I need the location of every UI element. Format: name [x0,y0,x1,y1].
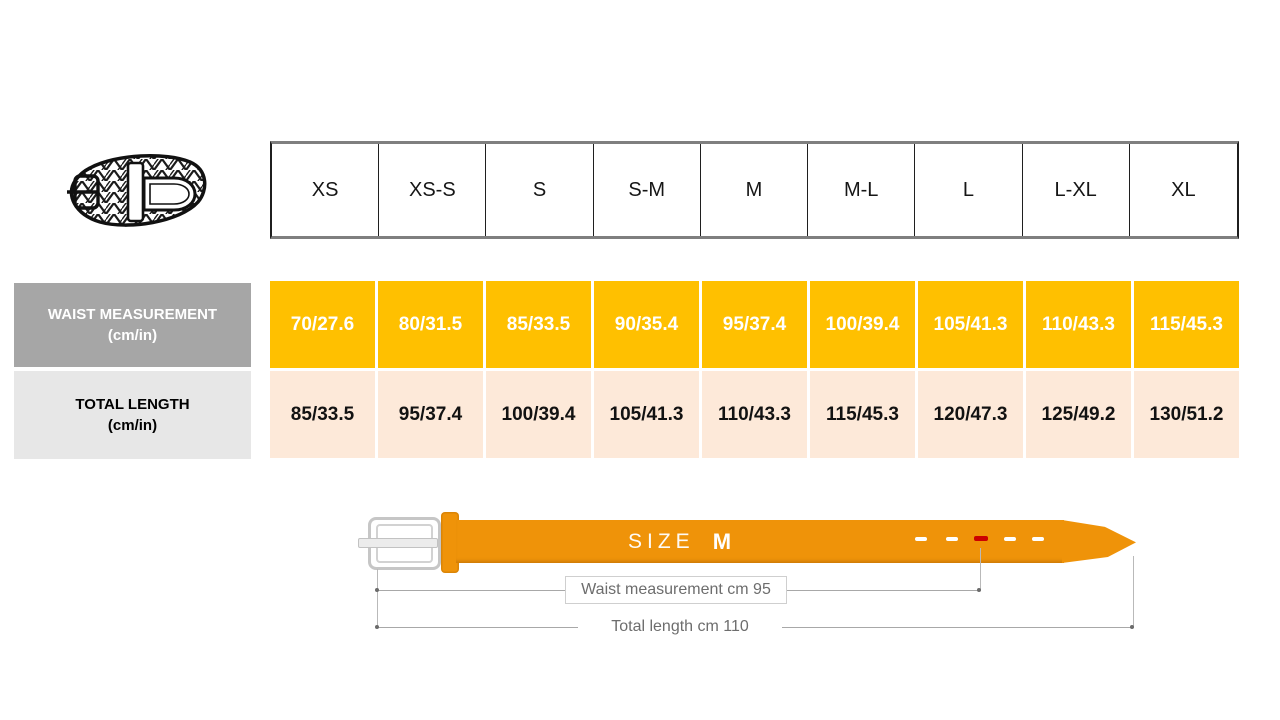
total-length-row-label-line2: (cm/in) [107,417,158,434]
belt-hole [1032,537,1044,541]
size-header-cell: M [701,144,809,236]
waist-value-cell: 90/35.4 [594,281,699,368]
waist-value-cell: 105/41.3 [918,281,1023,368]
belt-hole-highlighted [974,536,988,541]
size-header-cell: XL [1171,178,1196,201]
buckle-guide-line [377,569,378,628]
waist-value-cell: 110/43.3 [1026,281,1131,368]
waist-value-cell: 70/27.6 [270,281,375,368]
size-header-cell: M-L [808,144,916,236]
size-header-cell: XS-S [379,144,487,236]
total-length-value-cell: 105/41.3 [594,371,699,458]
total-length-value-cell: 125/49.2 [1026,371,1131,458]
braided-belt-icon [67,154,207,227]
total-length-value-cell: 120/47.3 [918,371,1023,458]
size-header-row: XS XS-S S S-M M M-L L L-XL XL [270,141,1239,239]
total-length-value-cell: 100/39.4 [486,371,591,458]
total-length-value-cell: 85/33.5 [270,371,375,458]
size-header-cell: S [486,144,594,236]
waist-values-row: 70/27.6 80/31.5 85/33.5 90/35.4 95/37.4 … [270,281,1239,368]
total-length-values-row: 85/33.5 95/37.4 100/39.4 105/41.3 110/43… [270,371,1239,458]
tip-guide-line [1133,556,1134,628]
belt-hole [946,537,958,541]
size-label-value: M [712,529,732,554]
belt-hole [915,537,927,541]
total-length-caption: Total length cm 110 [578,614,782,640]
waist-hole-guide-line [980,548,981,591]
size-label-prefix: SIZE [628,530,695,553]
waist-value-cell: 115/45.3 [1134,281,1239,368]
waist-row-label-line1: WAIST MEASUREMENT [47,306,218,323]
belt-strap [456,520,1064,563]
measure-line-dot [977,588,981,592]
total-length-row-label: TOTAL LENGTH (cm/in) [14,371,251,459]
waist-value-cell: 80/31.5 [378,281,483,368]
waist-value-cell: 100/39.4 [810,281,915,368]
total-length-value-cell: 130/51.2 [1134,371,1239,458]
total-length-value-cell: 115/45.3 [810,371,915,458]
total-length-value-cell: 110/43.3 [702,371,807,458]
waist-measurement-caption: Waist measurement cm 95 [565,576,787,604]
belt-hole [1004,537,1016,541]
total-length-value-cell: 95/37.4 [378,371,483,458]
waist-row-label: WAIST MEASUREMENT (cm/in) [14,283,251,367]
belt-size-label: SIZE M [628,528,731,556]
measure-line-dot [375,625,379,629]
waist-value-cell: 95/37.4 [702,281,807,368]
measure-line-dot [1130,625,1134,629]
measure-line-dot [375,588,379,592]
waist-value-cell: 85/33.5 [486,281,591,368]
size-header-cell: L [915,144,1023,236]
size-header-cell: S-M [594,144,701,236]
waist-row-label-line2: (cm/in) [107,327,158,344]
size-header-cell: L-XL [1023,144,1130,236]
size-header-cell: XS [272,144,380,236]
belt-keeper-loop [441,512,459,573]
total-length-row-label-line1: TOTAL LENGTH [75,396,190,413]
belt-buckle-prong [358,538,438,548]
belt-strap-tip [1062,520,1136,563]
